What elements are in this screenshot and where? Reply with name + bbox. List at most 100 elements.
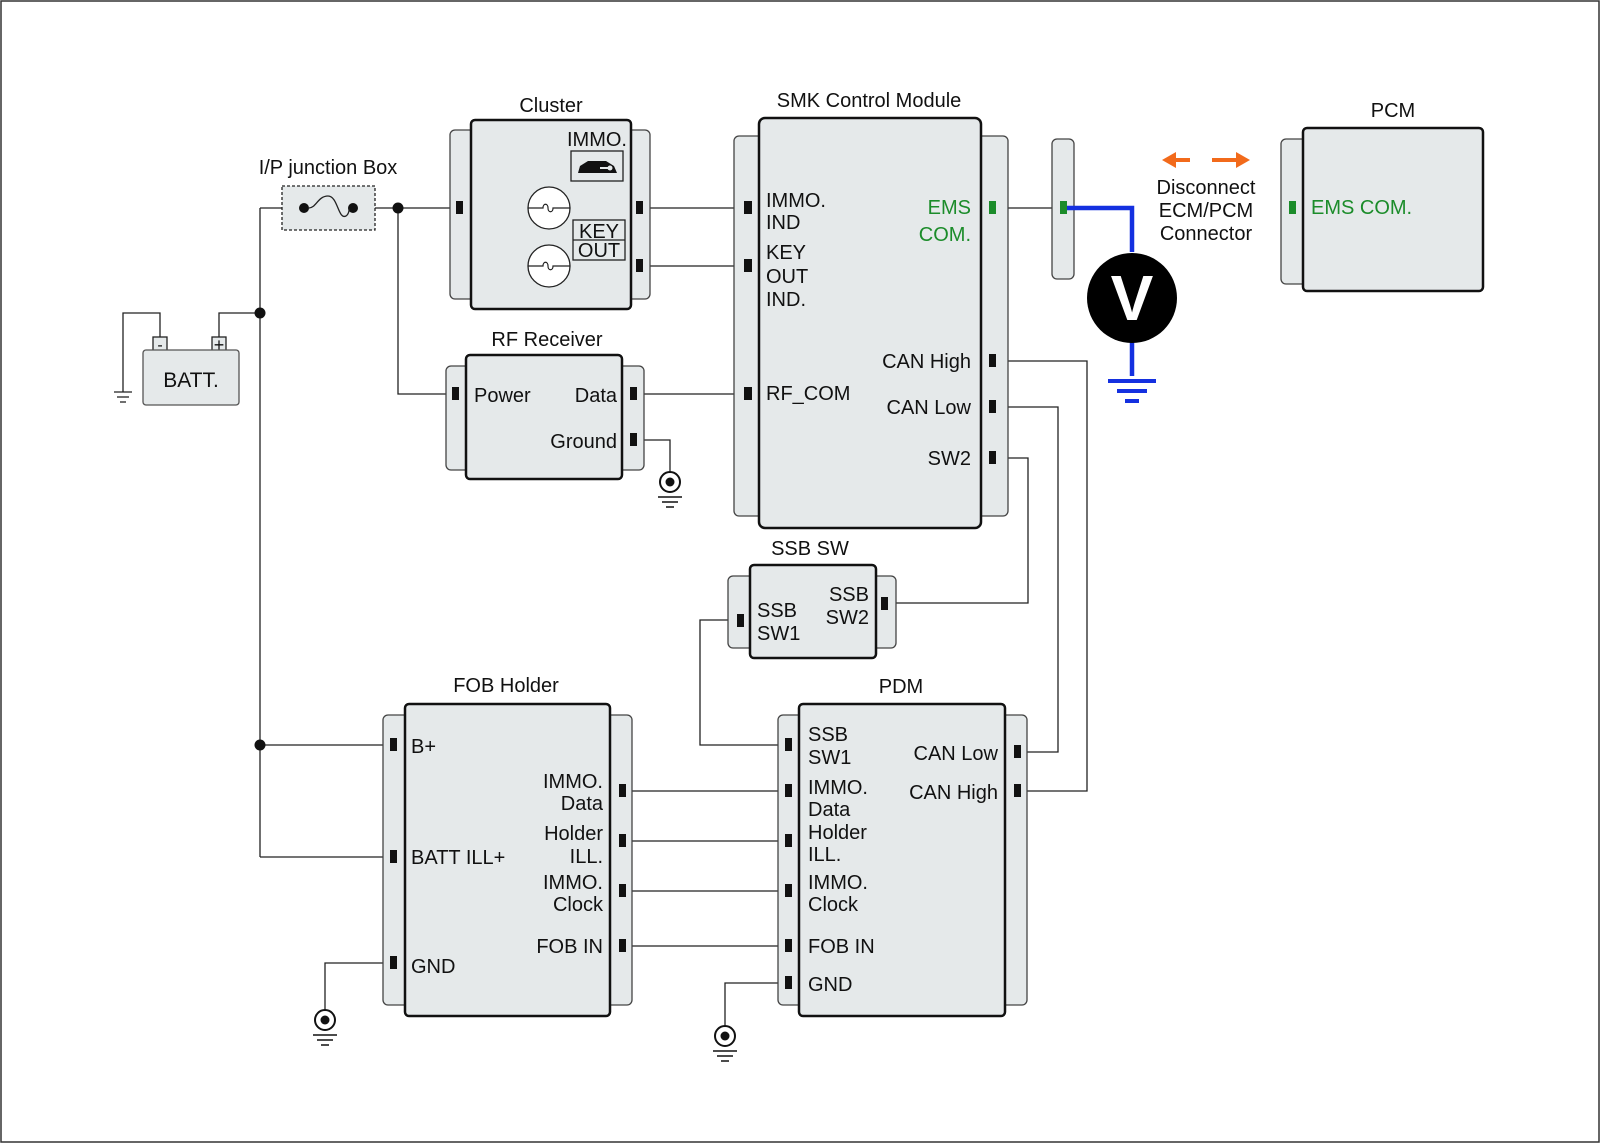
fob-batt-ill: BATT ILL+ — [411, 847, 505, 869]
cluster-module: Cluster IMMO. KEY OUT — [449, 95, 651, 311]
connector-pin — [785, 834, 792, 847]
disconnect-line-1: Disconnect — [1157, 177, 1256, 199]
battery-minus: - — [157, 337, 162, 354]
pdm-immo-data-2: Data — [808, 799, 851, 821]
fob-immo-clock-2: Clock — [553, 894, 604, 916]
rf-receiver-title: RF Receiver — [491, 329, 602, 351]
connector-pin — [390, 738, 397, 751]
fob-holder-title: FOB Holder — [453, 675, 559, 697]
smk-sw2: SW2 — [928, 448, 971, 470]
ip-junction-box: I/P junction Box — [259, 157, 398, 231]
fuse-icon — [308, 195, 350, 217]
smk-control-module: SMK Control Module IMMO. IND KEY OUT IND… — [733, 90, 1009, 530]
connector-pin — [785, 939, 792, 952]
cluster-key-label: KEY — [579, 221, 619, 243]
car-key-icon — [578, 161, 617, 173]
connector-pin — [744, 201, 752, 214]
connector-pin — [744, 259, 752, 272]
disconnect-line-3: Connector — [1160, 223, 1253, 245]
smk-ems-com-1: EMS — [928, 197, 971, 219]
connector-pin — [1014, 745, 1021, 758]
battery-body — [142, 349, 240, 406]
cluster-title: Cluster — [519, 95, 583, 117]
voltmeter-icon: V — [1087, 253, 1177, 343]
connector-pin — [390, 956, 397, 969]
connector-pin — [989, 451, 996, 464]
pcm-title: PCM — [1371, 100, 1415, 122]
connector-pin-highlight — [1060, 201, 1067, 214]
smk-key-out-ind-2: OUT — [766, 266, 808, 288]
fob-immo-data-1: IMMO. — [543, 771, 603, 793]
ssb-switch: SSB SW SSB SW1 SSB SW2 — [727, 538, 897, 660]
pdm-ssb-sw1-2: SW1 — [808, 747, 851, 769]
rf-data-label: Data — [575, 385, 618, 407]
fob-holder-ill-1: Holder — [544, 823, 603, 845]
connector-pin — [744, 387, 752, 400]
splice-dot — [254, 307, 266, 319]
voltmeter-label: V — [1111, 262, 1154, 334]
smk-ems-com-2: COM. — [919, 224, 971, 246]
smk-key-out-ind-1: KEY — [766, 242, 806, 264]
smk-can-low: CAN Low — [887, 397, 972, 419]
connector-pin — [636, 201, 643, 214]
connector-pin-highlight — [1289, 201, 1296, 214]
connector-pin — [619, 939, 626, 952]
smk-immo-ind-1: IMMO. — [766, 190, 826, 212]
fob-gnd: GND — [411, 956, 455, 978]
pdm-ssb-sw1-1: SSB — [808, 724, 848, 746]
ground-symbol — [313, 1009, 337, 1046]
fob-holder: FOB Holder B+ BATT ILL+ GND IMMO. Data H… — [382, 675, 633, 1018]
connector-pin — [785, 738, 792, 751]
connector-pin — [630, 387, 637, 400]
fob-fob-in: FOB IN — [536, 936, 603, 958]
splice-dot — [392, 202, 404, 214]
splice-dot — [254, 739, 266, 751]
pdm-module: PDM SSB SW1 IMMO. Data Holder ILL. IMMO.… — [777, 676, 1028, 1018]
connector-pin — [390, 850, 397, 863]
pdm-gnd: GND — [808, 974, 852, 996]
pdm-holder-ill-2: ILL. — [808, 844, 841, 866]
smk-can-high: CAN High — [882, 351, 971, 373]
pdm-can-high: CAN High — [909, 782, 998, 804]
fob-immo-clock-1: IMMO. — [543, 872, 603, 894]
rf-power-label: Power — [474, 385, 531, 407]
ssb-sw-title: SSB SW — [771, 538, 849, 560]
connector-pin — [619, 884, 626, 897]
connector-pin — [989, 354, 996, 367]
connector-pin — [452, 387, 459, 400]
double-arrow-icon — [1162, 152, 1250, 168]
ssb-sw1-label-2: SW1 — [757, 623, 800, 645]
fob-b-plus: B+ — [411, 736, 436, 758]
pdm-immo-clock-2: Clock — [808, 894, 859, 916]
smk-immo-ind-2: IND — [766, 212, 800, 234]
pcm-ems-com: EMS COM. — [1311, 197, 1412, 219]
connector-pin — [737, 614, 744, 627]
connector-pin-highlight — [989, 201, 996, 214]
pcm-module: PCM EMS COM. — [1280, 100, 1485, 293]
pdm-can-low: CAN Low — [914, 743, 999, 765]
pdm-fob-in: FOB IN — [808, 936, 875, 958]
fuse-terminal — [299, 203, 309, 213]
ssb-sw2-label-2: SW2 — [826, 607, 869, 629]
ssb-sw2-label-1: SSB — [829, 584, 869, 606]
battery: - + BATT. — [114, 335, 240, 406]
fuse-terminal — [348, 203, 358, 213]
smk-rf-com: RF_COM — [766, 383, 850, 405]
connector-pin — [1014, 784, 1021, 797]
connector-pin — [456, 201, 463, 214]
battery-plus: + — [214, 335, 225, 355]
disconnect-line-2: ECM/PCM — [1159, 200, 1253, 222]
rf-ground-label: Ground — [550, 431, 617, 453]
connector-pin — [785, 784, 792, 797]
junction-box-title: I/P junction Box — [259, 157, 398, 179]
connector-pin — [785, 884, 792, 897]
rf-receiver: RF Receiver Power Data Ground — [445, 329, 645, 481]
connector-pin — [619, 784, 626, 797]
ground-symbol — [713, 1025, 737, 1062]
smk-title: SMK Control Module — [777, 90, 962, 112]
connector-pin — [636, 259, 643, 272]
ground-symbol — [658, 471, 682, 508]
